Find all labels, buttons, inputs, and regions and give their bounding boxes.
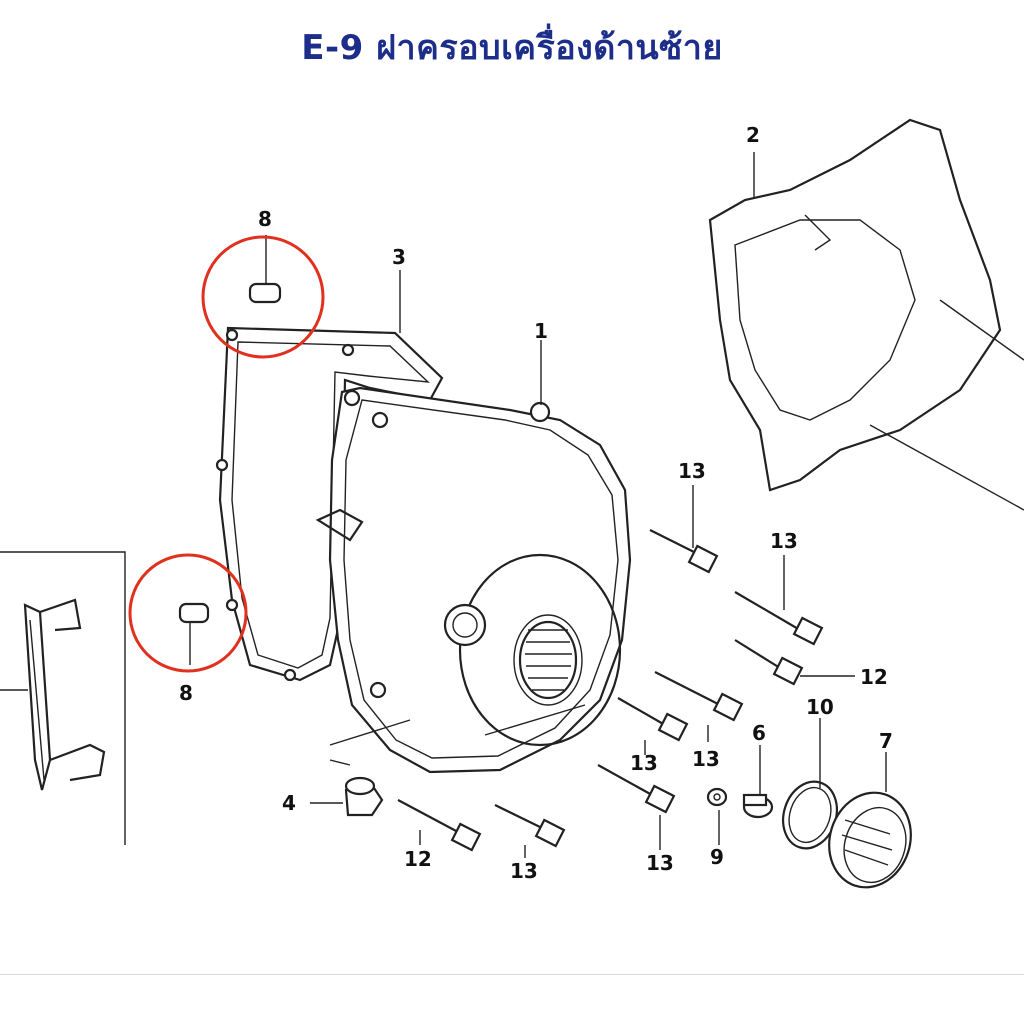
bottom-divider [0,974,1024,975]
part-label-9: 9 [710,845,724,869]
part-label-1: 1 [534,319,548,343]
highlight-circle-top [201,235,325,359]
part-label-12-right: 12 [860,665,888,689]
part-label-8-top: 8 [258,207,272,231]
adjacent-diagram-frame [0,551,126,845]
gasket-part-3 [215,326,444,682]
dowel-pin-part-8-top [248,235,282,304]
page-title: E-9 ฝาครอบเครื่องด้านซ้าย [301,28,723,68]
cap-part-7 [828,791,912,889]
part-label-4: 4 [282,791,296,815]
part-label-13-bottom: 13 [510,859,538,883]
part-label-3: 3 [392,245,406,269]
part-label-10: 10 [806,695,834,719]
part-label-2: 2 [746,123,760,147]
part-label-8-bottom: 8 [179,681,193,705]
washer-part-9 [706,787,728,807]
part-label-6: 6 [752,721,766,745]
part-label-13-right: 13 [770,529,798,553]
dowel-pin-part-8-bottom [178,602,210,665]
leader-lines [399,152,887,858]
left-crankcase-cover-part-1 [315,386,632,774]
highlight-circle-bottom [128,553,248,673]
part-label-13-lower: 13 [646,851,674,875]
bolts [397,529,824,852]
grommet-part-4 [310,776,384,817]
part-label-13-top: 13 [678,459,706,483]
part-label-7: 7 [879,729,893,753]
plug-bolt-part-6 [742,793,774,819]
part-label-13-mid-b: 13 [692,747,720,771]
part-label-13-mid-a: 13 [630,751,658,775]
part-label-12-bottom: 12 [404,847,432,871]
outer-cover-part-2 [708,118,1024,511]
